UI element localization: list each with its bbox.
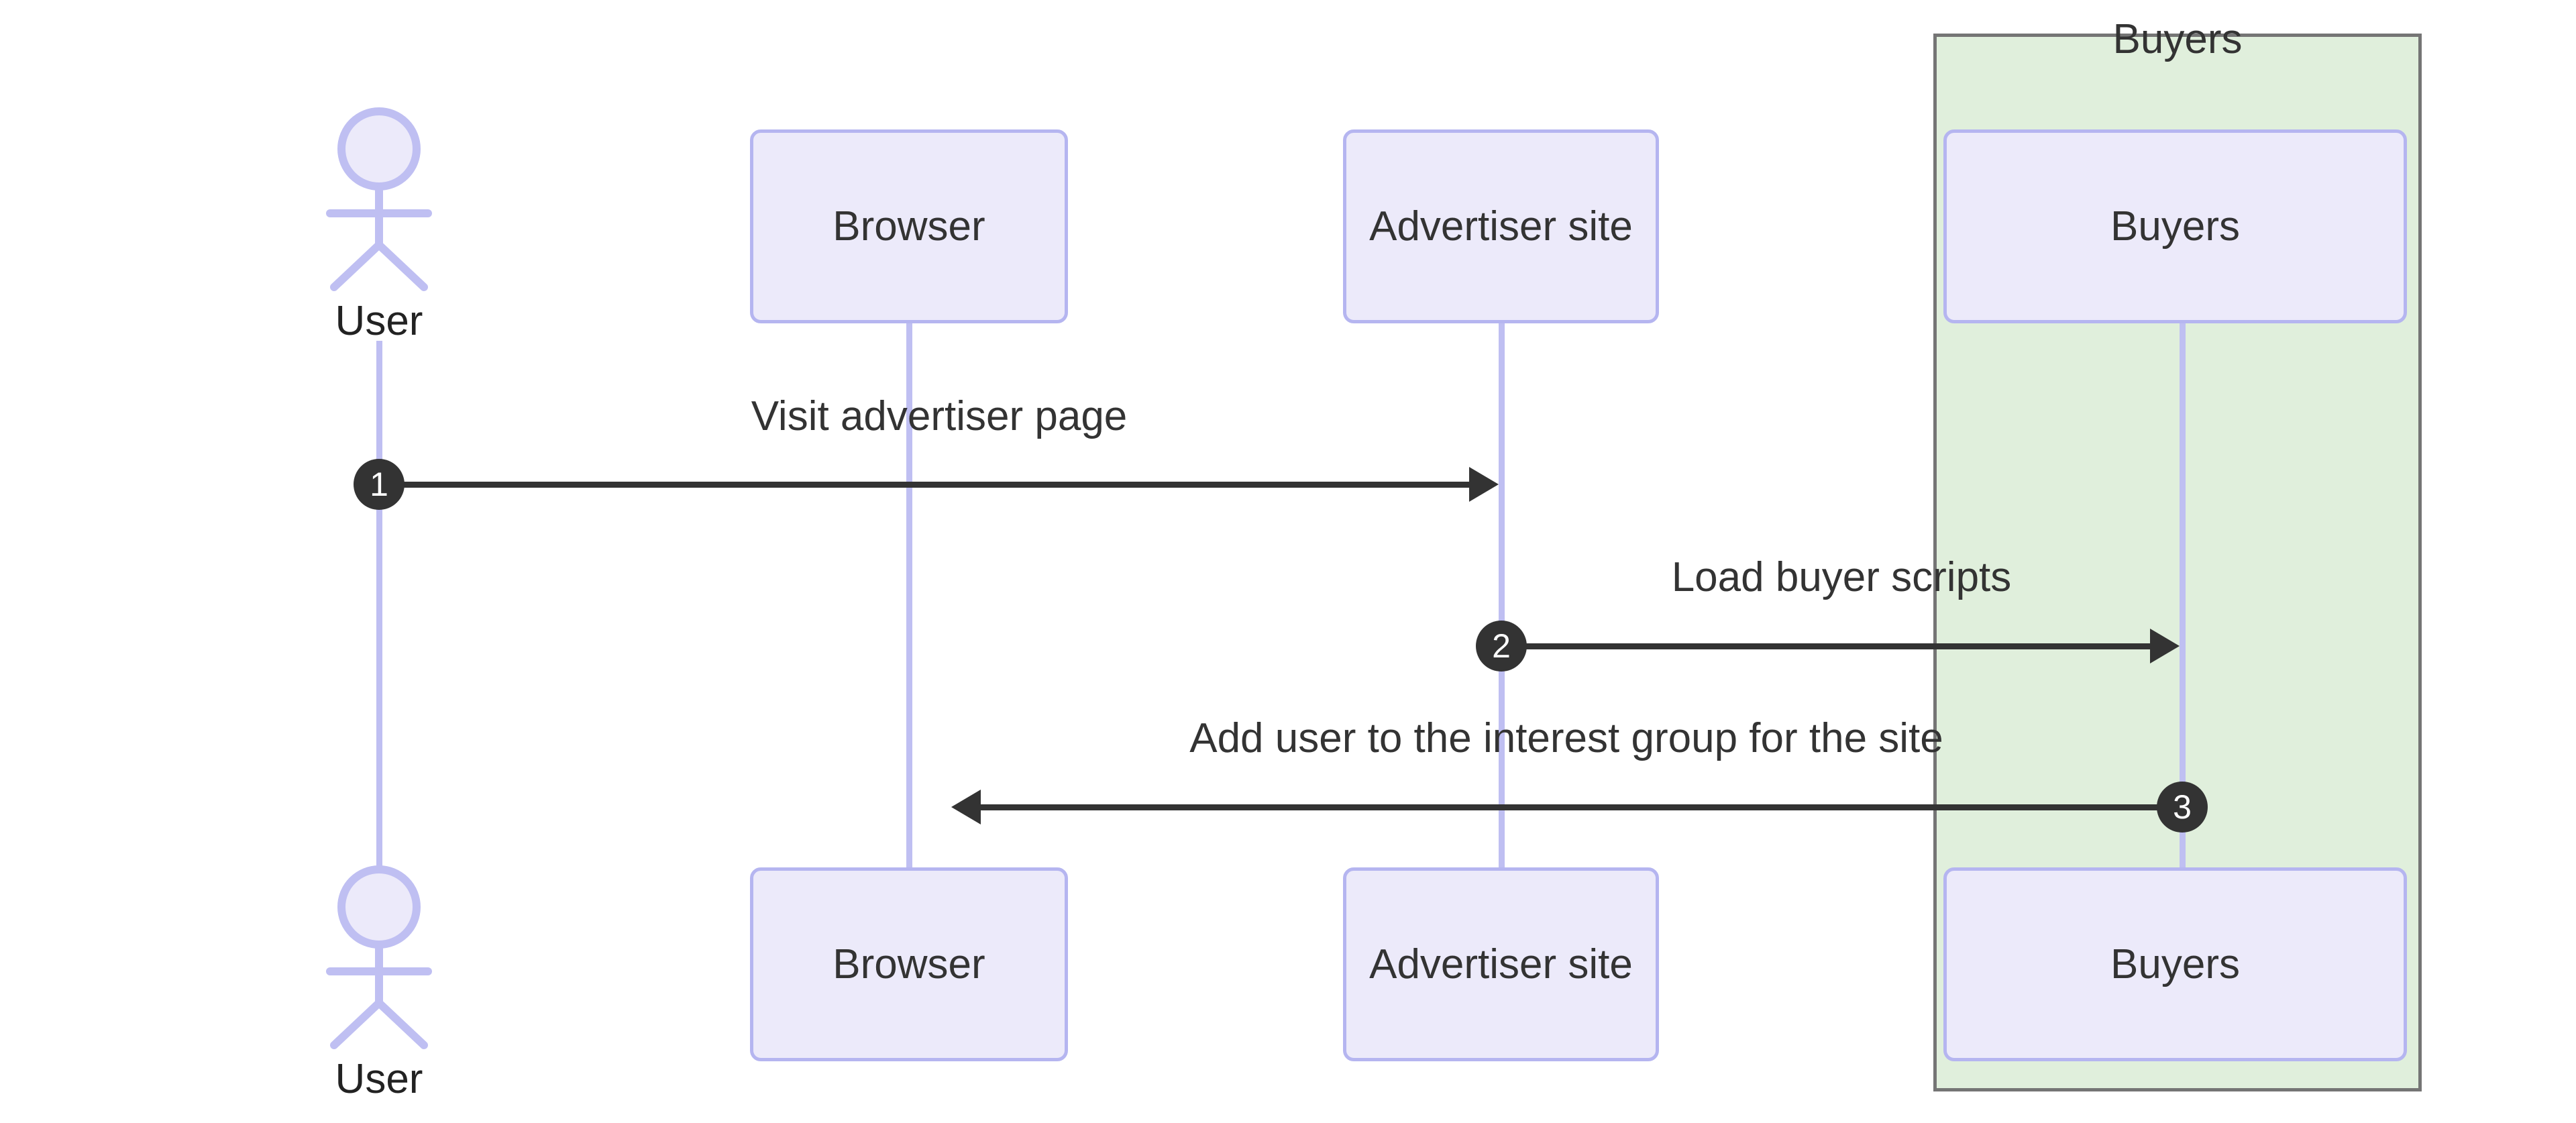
lifeline-user <box>376 341 382 879</box>
group-box-label: Buyers <box>2112 16 2243 62</box>
participant-browser-bottom[interactable]: Browser <box>750 867 1068 1061</box>
participant-buyers-top-label: Buyers <box>2110 203 2240 250</box>
message-3-arrowhead-icon <box>951 790 981 824</box>
message-1-line <box>379 482 1469 488</box>
lifeline-buyers <box>2180 321 2186 869</box>
participant-browser-top[interactable]: Browser <box>750 129 1068 323</box>
participant-browser-bottom-label: Browser <box>833 941 985 987</box>
actor-figure-icon <box>326 107 432 291</box>
message-1-sequence-number: 1 <box>354 459 405 510</box>
message-3-sequence-number: 3 <box>2157 782 2208 833</box>
lifeline-browser <box>906 321 912 869</box>
participant-advertiser-bottom-label: Advertiser site <box>1369 941 1633 987</box>
message-2-label: Load buyer scripts <box>1671 554 2012 600</box>
participant-advertiser-top[interactable]: Advertiser site <box>1343 129 1659 323</box>
lifeline-advertiser <box>1499 321 1505 869</box>
actor-user-top <box>315 107 443 292</box>
message-2-line <box>1501 643 2150 649</box>
participant-advertiser-bottom[interactable]: Advertiser site <box>1343 867 1659 1061</box>
message-3-line <box>981 804 2182 810</box>
participant-buyers-bottom[interactable]: Buyers <box>1943 867 2407 1061</box>
participant-buyers-bottom-label: Buyers <box>2110 941 2240 987</box>
actor-user-bottom <box>315 865 443 1050</box>
message-2-arrowhead-icon <box>2150 629 2180 663</box>
actor-user-top-label: User <box>335 298 423 344</box>
actor-user-bottom-label: User <box>335 1056 423 1102</box>
actor-figure-icon <box>326 865 432 1049</box>
message-3-label: Add user to the interest group for the s… <box>1189 715 1943 761</box>
participant-buyers-top[interactable]: Buyers <box>1943 129 2407 323</box>
message-1-label: Visit advertiser page <box>751 393 1128 439</box>
message-1-arrowhead-icon <box>1469 467 1499 502</box>
participant-advertiser-top-label: Advertiser site <box>1369 203 1633 250</box>
participant-browser-top-label: Browser <box>833 203 985 250</box>
message-2-sequence-number: 2 <box>1476 621 1527 672</box>
